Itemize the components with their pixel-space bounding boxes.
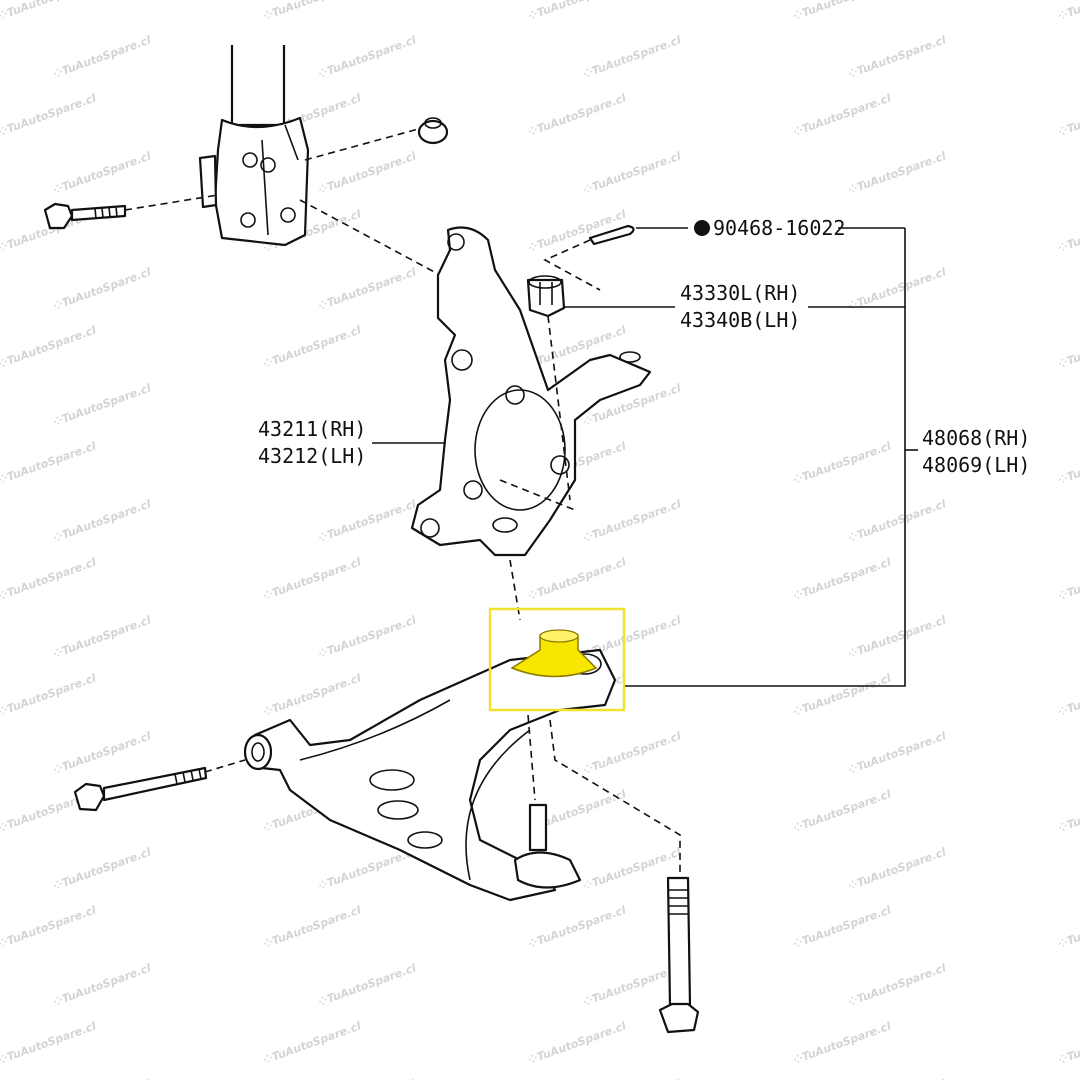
watermark-text: ⁘TuAutoSpare.cl [847,265,948,312]
cotter-pin [588,224,635,246]
watermark-text: ⁘TuAutoSpare.cl [1057,671,1080,718]
watermark-text: ⁘TuAutoSpare.cl [317,613,418,660]
watermark-text: ⁘TuAutoSpare.cl [792,439,893,486]
highlighted-bushing [488,607,626,712]
watermark-text: ⁘TuAutoSpare.cl [847,961,948,1008]
watermark-text: ⁘TuAutoSpare.cl [52,149,153,196]
watermark-text: ⁘TuAutoSpare.cl [582,961,683,1008]
watermark-text: ⁘TuAutoSpare.cl [792,671,893,718]
watermark-text: ⁘TuAutoSpare.cl [0,439,98,486]
watermark-text: ⁘TuAutoSpare.cl [1057,555,1080,602]
watermark-text: ⁘TuAutoSpare.cl [582,33,683,80]
watermark-text: ⁘TuAutoSpare.cl [52,33,153,80]
watermark-text: ⁘TuAutoSpare.cl [1057,323,1080,370]
label-cotter-pin: 90468-16022 [713,216,845,240]
watermark-text: ⁘TuAutoSpare.cl [52,845,153,892]
watermark-text: ⁘TuAutoSpare.cl [1057,207,1080,254]
watermark-text: ⁘TuAutoSpare.cl [0,0,98,23]
ball-joint [513,803,582,889]
watermark-text: ⁘TuAutoSpare.cl [317,265,418,312]
label-knuckle-lh: 43212(LH) [258,444,366,468]
watermark-text: ⁘TuAutoSpare.cl [0,555,98,602]
vertical-bolt [658,876,700,1034]
watermark-text: ⁘TuAutoSpare.cl [317,961,418,1008]
watermark-text: ⁘TuAutoSpare.cl [792,903,893,950]
watermark-text: ⁘TuAutoSpare.cl [582,729,683,776]
watermark-text: ⁘TuAutoSpare.cl [792,787,893,834]
label-lower-arm-rh: 48068(RH) [922,426,1030,450]
label-nut-lh: 43340B(LH) [680,308,800,332]
new-part-dot-icon [694,220,710,236]
steering-knuckle [410,226,652,557]
highlight-box [488,607,626,712]
watermark-text: ⁘TuAutoSpare.cl [847,729,948,776]
watermark-text: ⁘TuAutoSpare.cl [847,149,948,196]
watermark-text: ⁘TuAutoSpare.cl [0,1019,98,1066]
watermark-text: ⁘TuAutoSpare.cl [52,961,153,1008]
strut-nut [417,117,449,145]
watermark-text: ⁘TuAutoSpare.cl [527,903,628,950]
watermark-text: ⁘TuAutoSpare.cl [52,613,153,660]
label-knuckle-rh: 43211(RH) [258,417,366,441]
watermark-text: ⁘TuAutoSpare.cl [527,555,628,602]
watermark-text: ⁘TuAutoSpare.cl [527,1019,628,1066]
watermark-text: ⁘TuAutoSpare.cl [1057,0,1080,23]
watermark-text: ⁘TuAutoSpare.cl [0,323,98,370]
watermark-text: ⁘TuAutoSpare.cl [1057,91,1080,138]
label-nut-rh: 43330L(RH) [680,281,800,305]
watermark-text: ⁘TuAutoSpare.cl [847,613,948,660]
castle-nut [526,275,566,318]
watermark-text: ⁘TuAutoSpare.cl [0,903,98,950]
watermark-text: ⁘TuAutoSpare.cl [262,555,363,602]
watermark-text: ⁘TuAutoSpare.cl [1057,903,1080,950]
arm-bolt [73,766,208,812]
watermark-text: ⁘TuAutoSpare.cl [792,555,893,602]
watermark-text: ⁘TuAutoSpare.cl [582,149,683,196]
watermark-text: ⁘TuAutoSpare.cl [317,497,418,544]
watermark-text: ⁘TuAutoSpare.cl [262,0,363,23]
watermark-text: ⁘TuAutoSpare.cl [1057,787,1080,834]
leader-lines [372,227,918,687]
watermark-text: ⁘TuAutoSpare.cl [317,33,418,80]
watermark-text: ⁘TuAutoSpare.cl [1057,439,1080,486]
watermark-text: ⁘TuAutoSpare.cl [0,91,98,138]
watermark-text: ⁘TuAutoSpare.cl [847,845,948,892]
lower-control-arm [243,648,617,902]
watermark-text: ⁘TuAutoSpare.cl [52,381,153,428]
watermark-text: ⁘TuAutoSpare.cl [52,497,153,544]
watermark-text: ⁘TuAutoSpare.cl [262,1019,363,1066]
watermark-text: ⁘TuAutoSpare.cl [582,497,683,544]
watermark-text: ⁘TuAutoSpare.cl [317,149,418,196]
watermark-text: ⁘TuAutoSpare.cl [0,671,98,718]
watermark-text: ⁘TuAutoSpare.cl [262,903,363,950]
watermark-text: ⁘TuAutoSpare.cl [1057,1019,1080,1066]
strut-bolt [43,202,127,230]
watermark-text: ⁘TuAutoSpare.cl [52,729,153,776]
watermark-text: ⁘TuAutoSpare.cl [52,265,153,312]
watermark-text: ⁘TuAutoSpare.cl [847,497,948,544]
shock-absorber-strut [198,45,310,247]
watermark-text: ⁘TuAutoSpare.cl [792,91,893,138]
watermark-text: ⁘TuAutoSpare.cl [527,0,628,23]
watermark-text: ⁘TuAutoSpare.cl [792,1019,893,1066]
watermark-text: ⁘TuAutoSpare.cl [262,323,363,370]
watermark-text: ⁘TuAutoSpare.cl [792,0,893,23]
label-lower-arm-lh: 48069(LH) [922,453,1030,477]
watermark-text: ⁘TuAutoSpare.cl [262,671,363,718]
watermark-text: ⁘TuAutoSpare.cl [847,33,948,80]
watermark-text: ⁘TuAutoSpare.cl [527,91,628,138]
